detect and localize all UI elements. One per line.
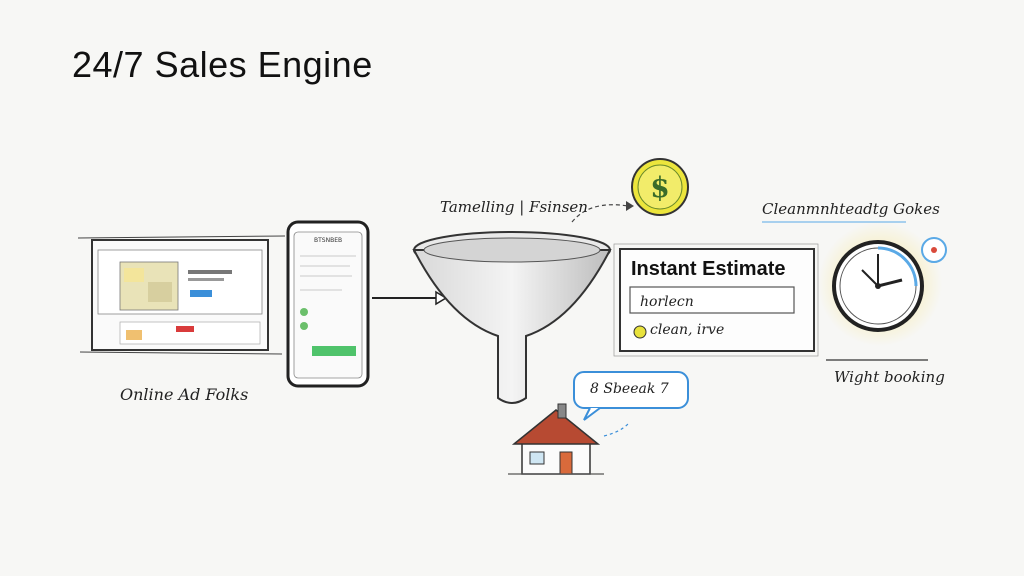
online-ad-label: Online Ad Folks: [120, 385, 249, 404]
estimate-check-text: clean, irve: [650, 322, 725, 338]
estimate-card: [613, 243, 819, 357]
page-title: 24/7 Sales Engine: [72, 44, 373, 85]
dollar-coin-icon: $: [631, 158, 689, 216]
clock-icon: [818, 222, 942, 346]
alarm-icon: [921, 237, 947, 263]
phone-header: BTSNBEB: [314, 237, 343, 244]
speech-bubble-icon: [573, 371, 689, 421]
speech-text: 8 Sbeeak 7: [590, 381, 669, 397]
house-icon: [508, 403, 604, 475]
estimate-title: Instant Estimate: [631, 258, 786, 280]
funnel-label: Tamelling | Fsinsen: [440, 198, 588, 216]
estimate-field-text: horlecn: [640, 294, 694, 310]
laptop-icon: [77, 235, 286, 355]
phone-icon: [286, 220, 370, 388]
funnel-icon: [412, 231, 612, 404]
clean-label: Cleanmnhteadtg Gokes: [762, 200, 940, 218]
svg-text:$: $: [650, 171, 669, 204]
night-booking-label: Wight booking: [834, 368, 945, 386]
